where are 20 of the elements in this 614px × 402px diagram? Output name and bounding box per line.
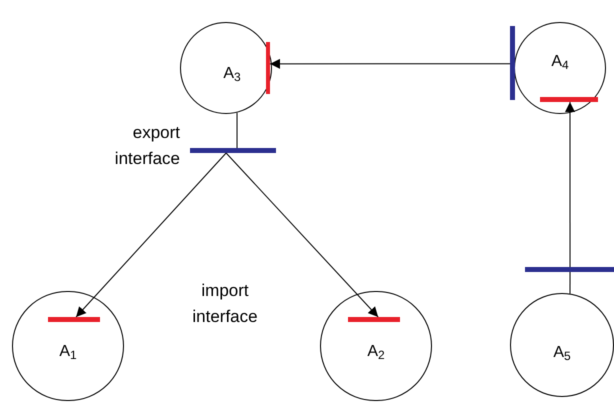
- interface-label: import interface: [191, 280, 259, 328]
- interface-bar: [525, 267, 614, 272]
- node-label: A$_{5}$: [553, 345, 571, 361]
- connector-line: [236, 112, 238, 148]
- connector-line: [570, 272, 571, 294]
- node-label: A$_{4}$: [551, 54, 569, 70]
- interface-bar: [48, 317, 100, 322]
- interface-label: export interface: [114, 122, 180, 170]
- node-label: A$_{1}$: [59, 344, 77, 360]
- arrow: [270, 58, 510, 69]
- arrow: [226, 152, 379, 318]
- interface-bar: [510, 26, 515, 100]
- node-label: A$_{2}$: [367, 344, 385, 360]
- interface-bar: [348, 317, 400, 322]
- interface-bar: [266, 42, 270, 94]
- arrow: [76, 152, 227, 318]
- interface-bar: [190, 148, 276, 153]
- interface-bar: [540, 97, 598, 102]
- arrow: [565, 102, 575, 268]
- node-label: A$_{3}$: [223, 66, 241, 82]
